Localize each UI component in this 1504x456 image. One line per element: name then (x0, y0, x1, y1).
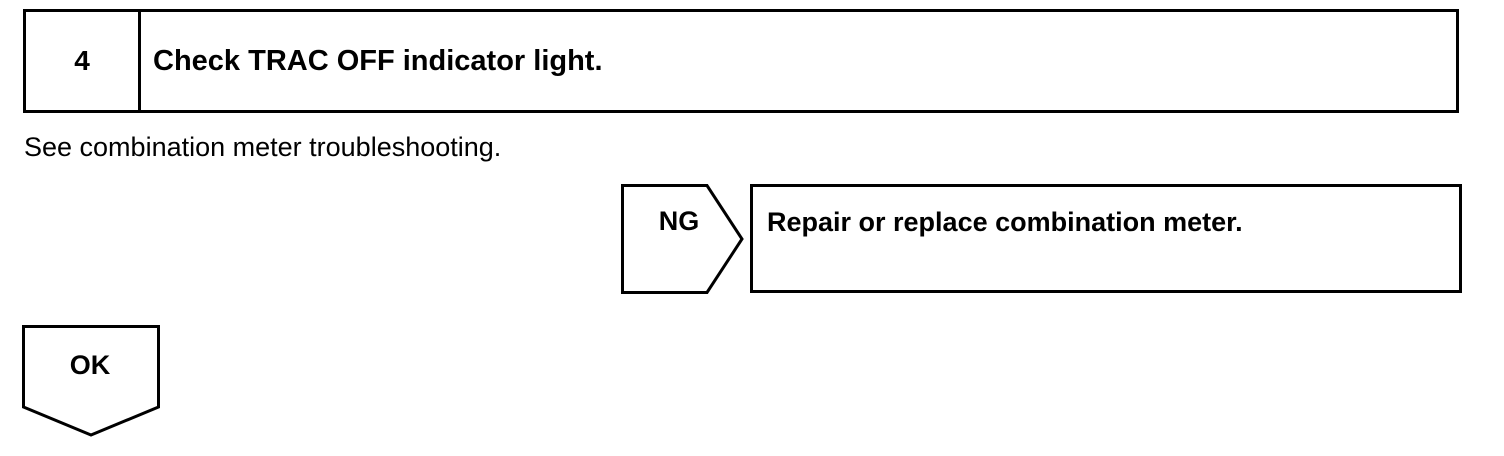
step-number: 4 (26, 12, 141, 110)
step-title: Check TRAC OFF indicator light. (153, 44, 603, 77)
ok-arrow-icon (22, 325, 160, 437)
ng-action-box: Repair or replace combination meter. (750, 184, 1462, 293)
ng-arrow-icon (621, 184, 744, 294)
ok-label: OK (69, 350, 111, 380)
instruction-text: See combination meter troubleshooting. (24, 132, 502, 162)
ng-action-text: Repair or replace combination meter. (767, 207, 1243, 237)
ng-label: NG (658, 206, 700, 236)
step-header: 4 Check TRAC OFF indicator light. (23, 9, 1459, 113)
